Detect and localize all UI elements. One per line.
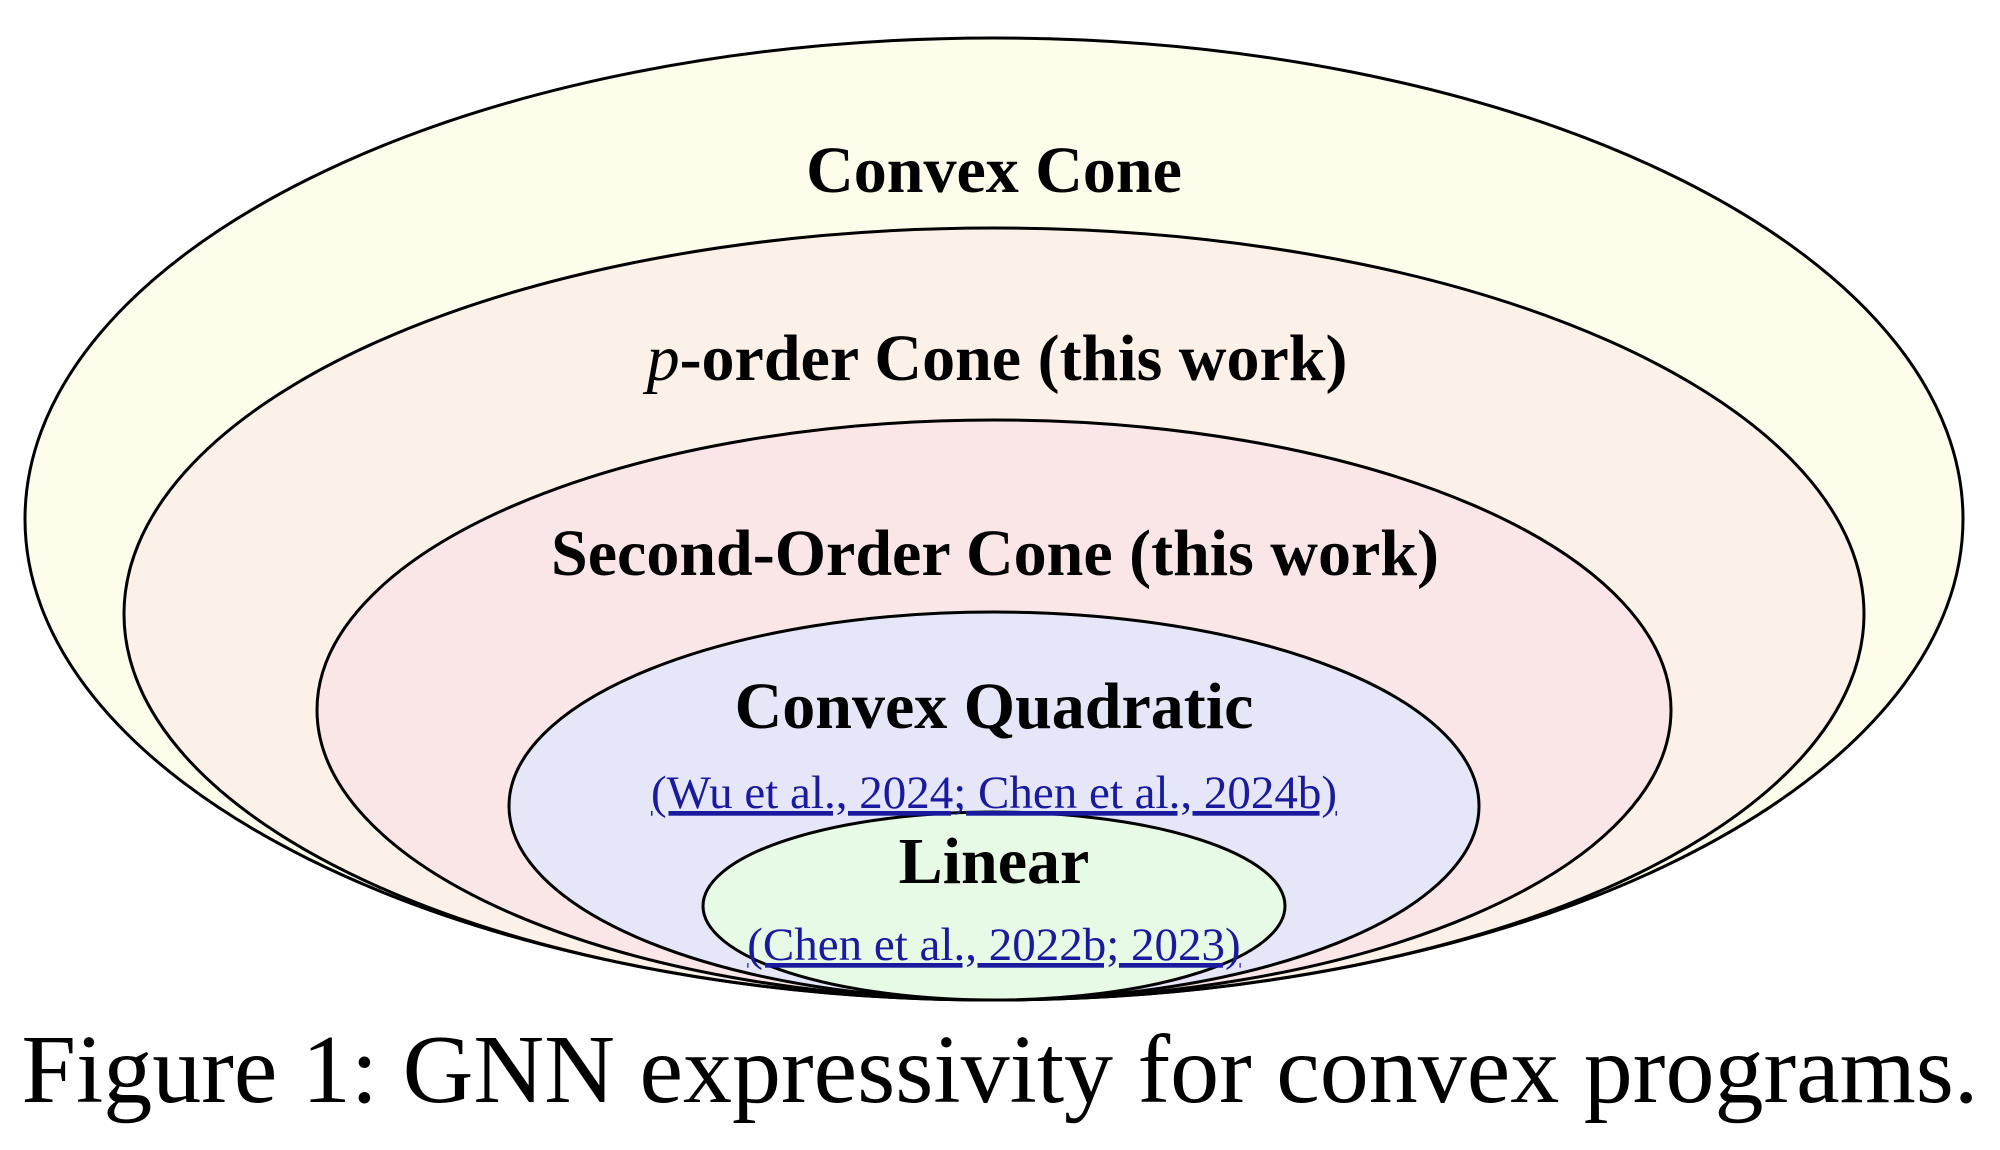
p-variable: p <box>643 322 680 395</box>
second-order-cone-label: Second-Order Cone (this work) <box>551 517 1439 590</box>
linear-region <box>701 810 1287 1002</box>
figure-caption: Figure 1: GNN expressivity for convex pr… <box>21 1016 1979 1124</box>
second-order-cone-text: Second-Order Cone ( <box>551 517 1151 590</box>
p-order-cone-label: p-order Cone (this work) <box>643 322 1348 395</box>
linear-citation-link[interactable]: (Chen et al., 2022b; 2023) <box>747 919 1240 971</box>
convex-quadratic-citation-link[interactable]: (Wu et al., 2024; Chen et al., 2024b) <box>651 767 1337 819</box>
nested-cone-diagram: Convex Cone p-order Cone (this work) Sec… <box>23 36 1965 1002</box>
p-order-close-paren: ) <box>1325 322 1347 395</box>
linear-label: Linear <box>899 825 1090 898</box>
second-order-close-paren: ) <box>1417 517 1439 590</box>
p-order-this-work: this work <box>1060 322 1326 395</box>
convex-cone-label: Convex Cone <box>806 134 1182 207</box>
convex-quadratic-label: Convex Quadratic <box>735 670 1254 743</box>
p-order-cone-text: -order Cone ( <box>680 322 1060 395</box>
second-order-this-work: this work <box>1151 517 1417 590</box>
